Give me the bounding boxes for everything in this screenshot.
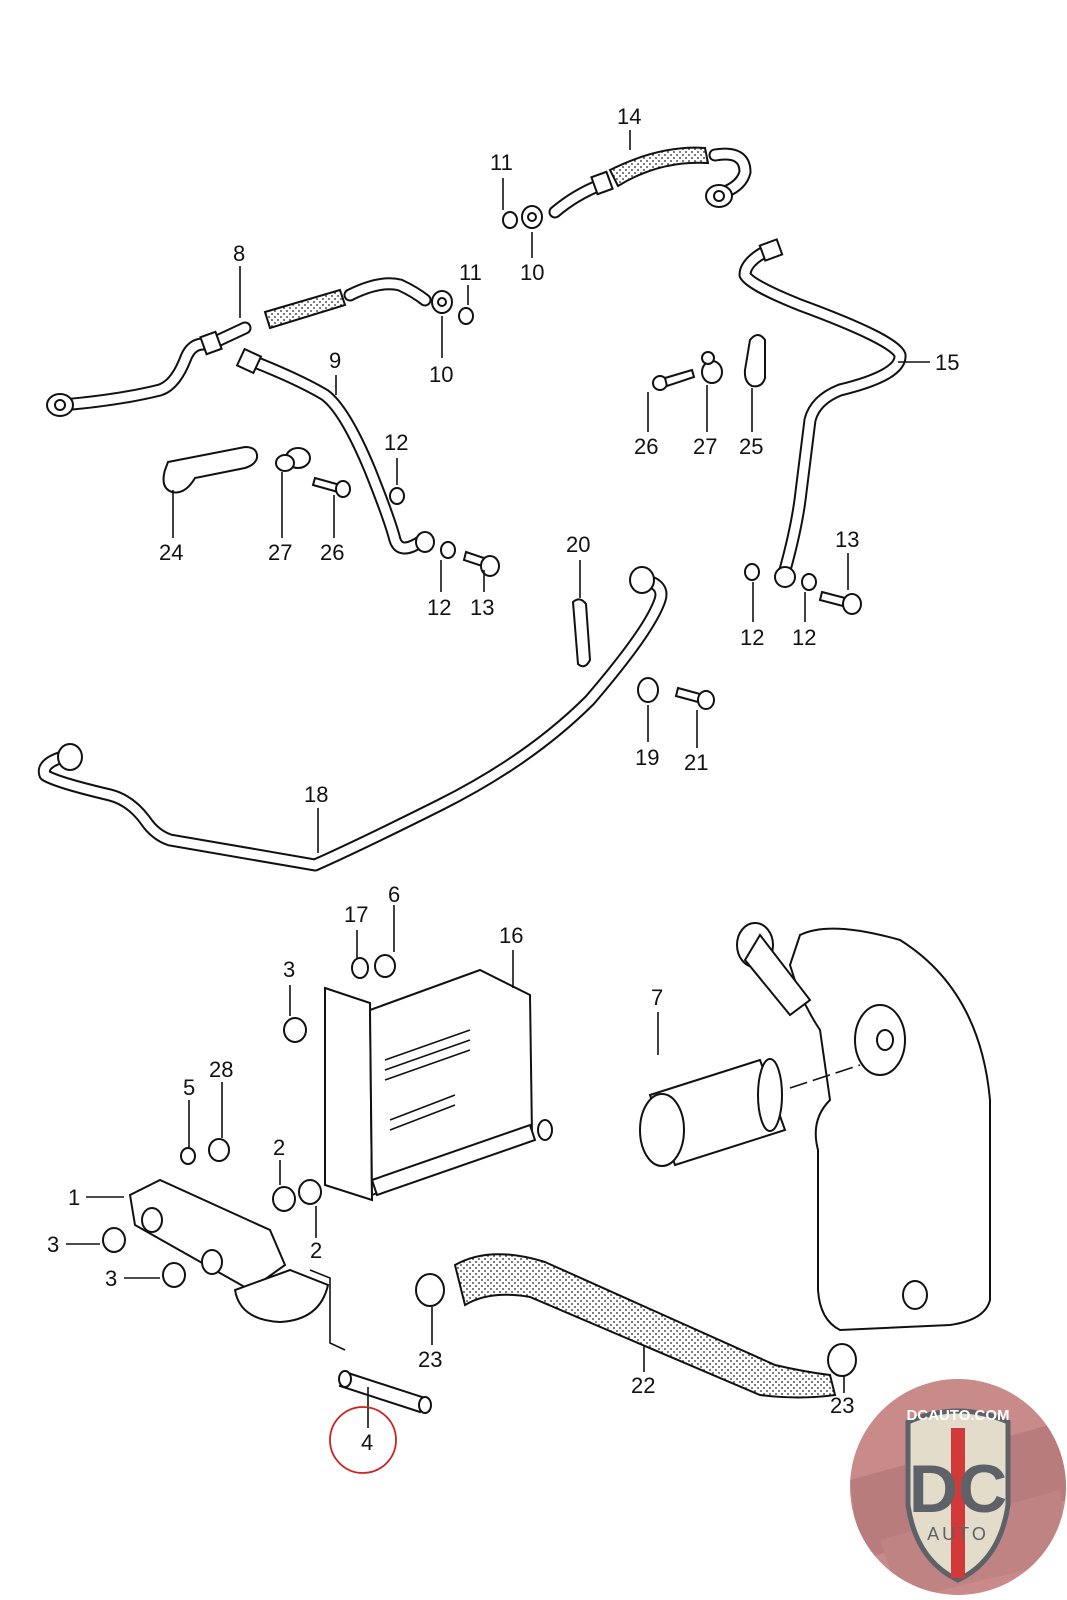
label-16[interactable]: 16 [499,923,523,948]
bracket-20 [571,598,592,668]
pipe-4 [338,1370,432,1414]
highlight-circle [329,1406,397,1474]
label-26[interactable]: 26 [634,434,658,459]
label-2[interactable]: 2 [273,1135,285,1160]
leader-lines [66,130,930,1428]
clamp-19 [637,677,659,703]
oil-line-8 [46,277,432,417]
oil-cooler-16 [324,968,553,1202]
label-12[interactable]: 12 [427,595,451,620]
label-3[interactable]: 3 [47,1232,59,1257]
label-12[interactable]: 12 [792,625,816,650]
filter-mount-line [789,1064,861,1089]
label-24[interactable]: 24 [159,540,183,565]
label-10[interactable]: 10 [429,362,453,387]
clamp-23-left [415,1273,445,1307]
seal-2 [272,1186,296,1212]
part-labels: 14 11 10 8 11 10 9 15 26 27 25 12 24 27 … [47,104,959,1455]
seal-2 [298,1179,322,1205]
label-10[interactable]: 10 [520,260,544,285]
bolt-21 [674,686,715,710]
oil-filter-7 [639,1058,787,1167]
label-2[interactable]: 2 [310,1238,322,1263]
bolt-13-right [818,590,862,615]
label-12[interactable]: 12 [740,625,764,650]
washer-12 [744,563,760,581]
plug-11-mid [458,307,474,325]
washer-12 [389,487,405,505]
nut-28 [208,1138,230,1162]
clamp-23-right [827,1343,857,1377]
label-14[interactable]: 14 [617,104,641,129]
oil-tank [736,922,991,1332]
label-13[interactable]: 13 [470,595,494,620]
label-6[interactable]: 6 [388,882,400,907]
label-22[interactable]: 22 [631,1373,655,1398]
bolt-13-left [462,550,500,577]
bracket-25 [743,334,766,388]
logo-site-text: DCAUTO.COM [906,1407,1009,1424]
label-7[interactable]: 7 [651,985,663,1010]
label-23[interactable]: 23 [418,1347,442,1372]
nut-10-top [521,205,543,229]
oil-line-15 [738,238,907,588]
oil-line-18 [37,566,668,872]
seal-3 [283,1017,307,1043]
washer-12 [440,541,456,559]
seal-3 [162,1262,186,1288]
label-28[interactable]: 28 [209,1057,233,1082]
label-17[interactable]: 17 [344,902,368,927]
label-4[interactable]: 4 [361,1430,373,1455]
label-18[interactable]: 18 [304,782,328,807]
label-11[interactable]: 11 [459,260,482,285]
clamp-27-right [701,351,723,384]
label-1[interactable]: 1 [68,1185,80,1210]
label-23[interactable]: 23 [830,1393,854,1418]
label-25[interactable]: 25 [739,434,763,459]
hose-22 [453,1253,837,1399]
oil-hose-14 [548,146,752,219]
washer-5 [180,1147,196,1165]
oil-pump-1 [128,1178,330,1324]
dcauto-logo: DCAUTO.COM DC AUTO [850,1379,1066,1595]
label-9[interactable]: 9 [329,348,341,373]
label-13[interactable]: 13 [835,527,859,552]
label-21[interactable]: 21 [684,750,708,775]
nut-6 [374,954,396,978]
label-26[interactable]: 26 [320,540,344,565]
washer-17 [351,957,369,979]
clamp-27-left [275,447,311,472]
bolt-26-right [652,368,696,391]
seal-3 [102,1227,126,1253]
bracket-24 [162,445,259,494]
label-12[interactable]: 12 [384,430,408,455]
label-5[interactable]: 5 [183,1075,195,1100]
logo-mark-text: DC [909,1451,1007,1527]
label-15[interactable]: 15 [935,350,959,375]
label-20[interactable]: 20 [566,532,590,557]
label-19[interactable]: 19 [635,745,659,770]
label-27[interactable]: 27 [693,434,717,459]
label-3[interactable]: 3 [283,957,295,982]
nut-10-mid [431,290,453,314]
oil-line-9 [235,347,435,555]
label-3[interactable]: 3 [105,1266,117,1291]
bolt-26-left [311,476,351,498]
washer-12 [801,573,817,591]
label-27[interactable]: 27 [268,540,292,565]
label-11[interactable]: 11 [490,150,513,175]
plug-11-top [502,211,518,229]
label-8[interactable]: 8 [233,241,245,266]
logo-sub-text: AUTO [927,1524,989,1544]
